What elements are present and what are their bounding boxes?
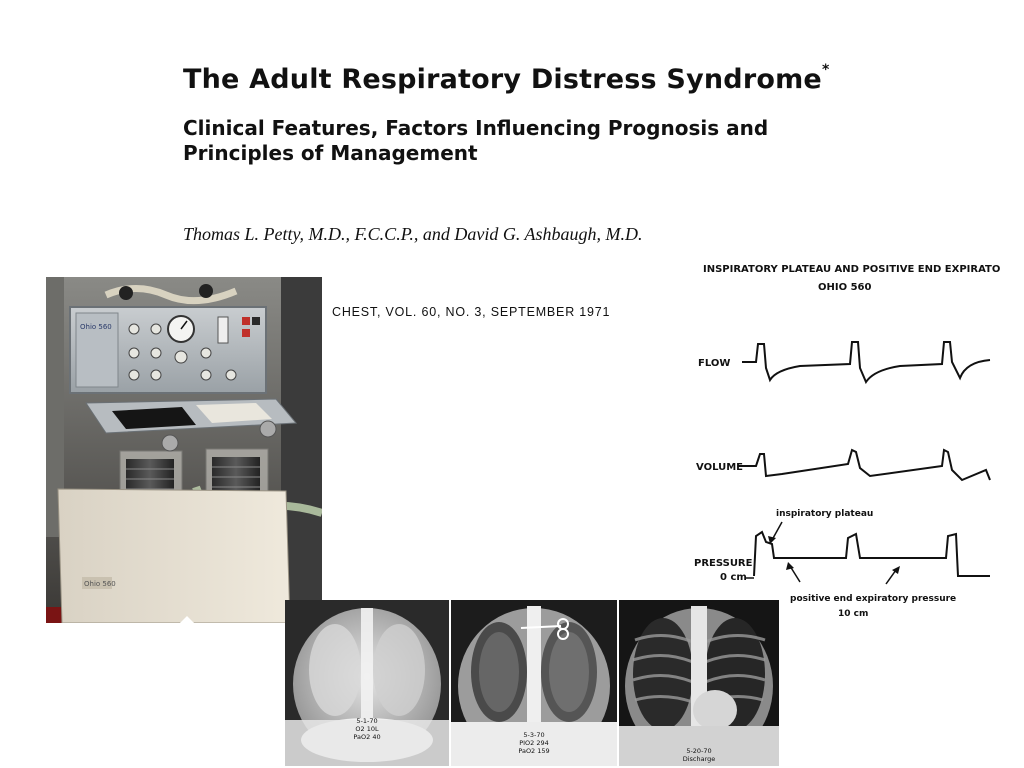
subtitle-line-2: Principles of Management [183, 141, 478, 165]
plateau-arrow [771, 521, 783, 541]
waveform-title: INSPIRATORY PLATEAU AND POSITIVE END EXP… [703, 264, 1000, 275]
xray-line2-3: Discharge [682, 755, 716, 763]
flow-trace [742, 341, 991, 385]
xray-line2-2: PIO2 294 [519, 739, 549, 747]
waveform-subtitle: OHIO 560 [818, 282, 871, 293]
peep-annotation-line2: 10 cm [838, 609, 868, 619]
paper-subtitle: Clinical Features, Factors Influencing P… [183, 116, 823, 166]
xray-panel-1: 5-1-70 O2 10L PaO2 40 [285, 600, 449, 766]
waveform-figure: INSPIRATORY PLATEAU AND POSITIVE END EXP… [690, 258, 1024, 628]
peep-arrow-left-head [786, 562, 794, 570]
journal-citation: CHEST, VOL. 60, NO. 3, SEPTEMBER 1971 [332, 305, 611, 319]
pressure-label: PRESSURE [694, 558, 753, 569]
xray-panel-2: 5-3-70 PIO2 294 PaO2 159 [451, 600, 617, 766]
peep-arrow-left [789, 565, 801, 583]
peep-arrow-right [885, 569, 897, 585]
panel-brand-label: Ohio 560 [80, 323, 112, 331]
paper-title-text: The Adult Respiratory Distress Syndrome [183, 64, 822, 95]
xray-line3-1: PaO2 40 [353, 733, 381, 741]
peep-annotation-line1: positive end expiratory pressure [790, 594, 956, 604]
paper-title: The Adult Respiratory Distress Syndrome* [183, 62, 830, 95]
volume-trace [738, 448, 991, 482]
chest-xray-image-2 [451, 600, 617, 766]
volume-label: VOLUME [696, 462, 743, 473]
xray-date-1: 5-1-70 [356, 717, 378, 725]
xray-line2-1: O2 10L [355, 725, 379, 733]
chest-xray-image-1 [285, 600, 449, 766]
xray-date-2: 5-3-70 [523, 731, 545, 739]
paper-authors: Thomas L. Petty, M.D., F.C.C.P., and Dav… [183, 224, 643, 244]
peep-arrow-right-head [892, 566, 900, 574]
plateau-arrow-head [768, 536, 776, 544]
xray-strip: 5-1-70 O2 10L PaO2 40 5-3-70 PIO2 294 Pa… [285, 600, 779, 766]
xray-caption-2: 5-3-70 PIO2 294 PaO2 159 [451, 731, 617, 755]
pressure-trace [753, 530, 990, 577]
ventilator-illustration: Ohio 560 [46, 277, 322, 623]
xray-caption-3: 5-20-70 Discharge [619, 747, 779, 763]
xray-caption-1: 5-1-70 O2 10L PaO2 40 [285, 717, 449, 741]
xray-panel-3: 5-20-70 Discharge [619, 600, 779, 766]
xray-line3-2: PaO2 159 [518, 747, 550, 755]
base-brand-label: Ohio 560 [84, 580, 116, 588]
xray-date-3: 5-20-70 [686, 747, 712, 755]
title-footnote-marker: * [821, 62, 830, 78]
plateau-annotation: inspiratory plateau [776, 509, 873, 519]
zero-cm-label: 0 cm [720, 572, 747, 583]
ventilator-photo: Ohio 560 [46, 277, 322, 623]
subtitle-line-1: Clinical Features, Factors Influencing P… [183, 116, 769, 140]
photo-notch [179, 616, 195, 624]
flow-label: FLOW [698, 358, 730, 369]
waveform-diagram: INSPIRATORY PLATEAU AND POSITIVE END EXP… [694, 264, 1024, 619]
chest-xray-image-3 [619, 600, 779, 766]
